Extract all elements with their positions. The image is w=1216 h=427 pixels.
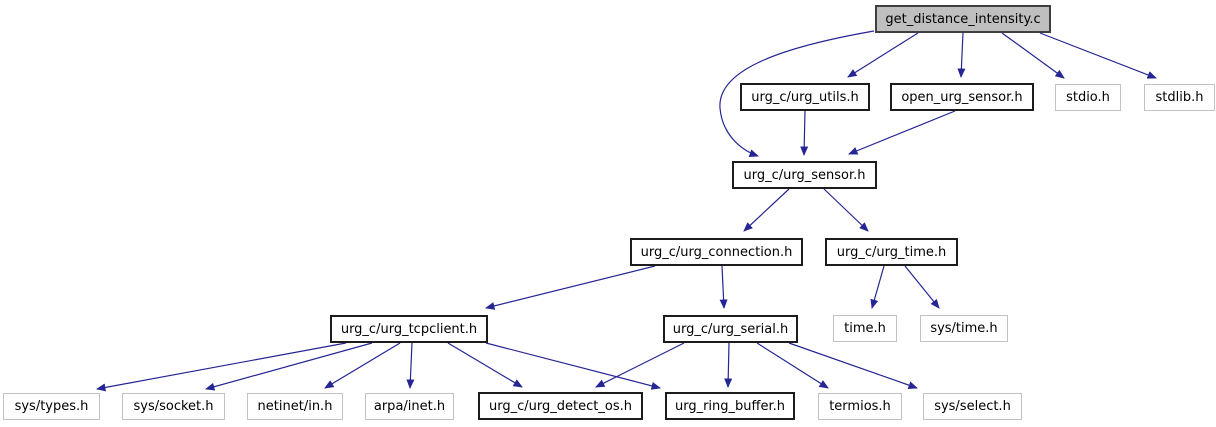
edge-urg-tcpclient-to-sys-socket (205, 342, 373, 391)
node-termios-h: termios.h (818, 393, 902, 420)
node-sys-select-h: sys/select.h (923, 393, 1022, 420)
edge-urg-serial-to-urg-ring-buffer (724, 342, 733, 388)
node-urg-sensor-h[interactable]: urg_c/urg_sensor.h (732, 161, 877, 189)
edge-urg-tcpclient-to-urg-detect-os (447, 342, 523, 388)
edge-urg-serial-to-sys-select (788, 342, 918, 389)
edge-urg-tcpclient-to-urg-ring-buffer (485, 342, 661, 390)
edge-main-to-urg-utils (847, 32, 919, 78)
edge-urg-sensor-to-urg-time (823, 188, 869, 232)
node-sys-socket-h: sys/socket.h (122, 393, 225, 420)
node-arpa-inet-h: arpa/inet.h (365, 393, 454, 420)
edge-main-to-open-urg-sensor (957, 32, 966, 78)
edge-urg-time-to-sys-time (904, 265, 940, 309)
edge-urg-tcpclient-to-netinet-in (324, 342, 401, 389)
node-time-h: time.h (833, 315, 897, 342)
node-stdlib-h: stdlib.h (1144, 84, 1215, 111)
edge-urg-utils-to-urg-sensor (800, 110, 809, 156)
edge-main-to-stdio (1001, 32, 1065, 79)
edge-open-urg-sensor-to-urg-sensor (848, 110, 956, 155)
node-urg-utils-h[interactable]: urg_c/urg_utils.h (740, 83, 870, 111)
node-get-distance-intensity-c: get_distance_intensity.c (875, 5, 1051, 33)
node-urg-ring-buffer-h[interactable]: urg_ring_buffer.h (665, 392, 795, 420)
node-urg-connection-h[interactable]: urg_c/urg_connection.h (630, 238, 803, 266)
edge-urg-time-to-time (870, 265, 885, 309)
edge-urg-tcpclient-to-arpa-inet (406, 342, 415, 389)
edge-main-to-urg-sensor (719, 30, 875, 157)
edge-urg-tcpclient-to-sys-types (96, 342, 347, 392)
node-open-urg-sensor-h[interactable]: open_urg_sensor.h (890, 83, 1034, 111)
edge-urg-sensor-to-urg-connection (743, 188, 790, 232)
node-urg-time-h[interactable]: urg_c/urg_time.h (825, 238, 958, 266)
node-netinet-in-h: netinet/in.h (247, 393, 343, 420)
node-stdio-h: stdio.h (1055, 84, 1121, 111)
node-sys-types-h: sys/types.h (3, 393, 100, 420)
node-urg-tcpclient-h[interactable]: urg_c/urg_tcpclient.h (330, 315, 488, 343)
edge-urg-connection-to-urg-tcpclient (485, 265, 656, 310)
edge-urg-connection-to-urg-serial (719, 265, 728, 309)
node-urg-detect-os-h[interactable]: urg_c/urg_detect_os.h (478, 392, 643, 420)
edge-urg-serial-to-termios (756, 342, 829, 389)
node-urg-serial-h[interactable]: urg_c/urg_serial.h (663, 315, 798, 343)
node-sys-time-h: sys/time.h (920, 315, 1008, 342)
edge-main-to-stdlib (1039, 32, 1157, 79)
edge-urg-serial-to-urg-detect-os (595, 342, 685, 388)
